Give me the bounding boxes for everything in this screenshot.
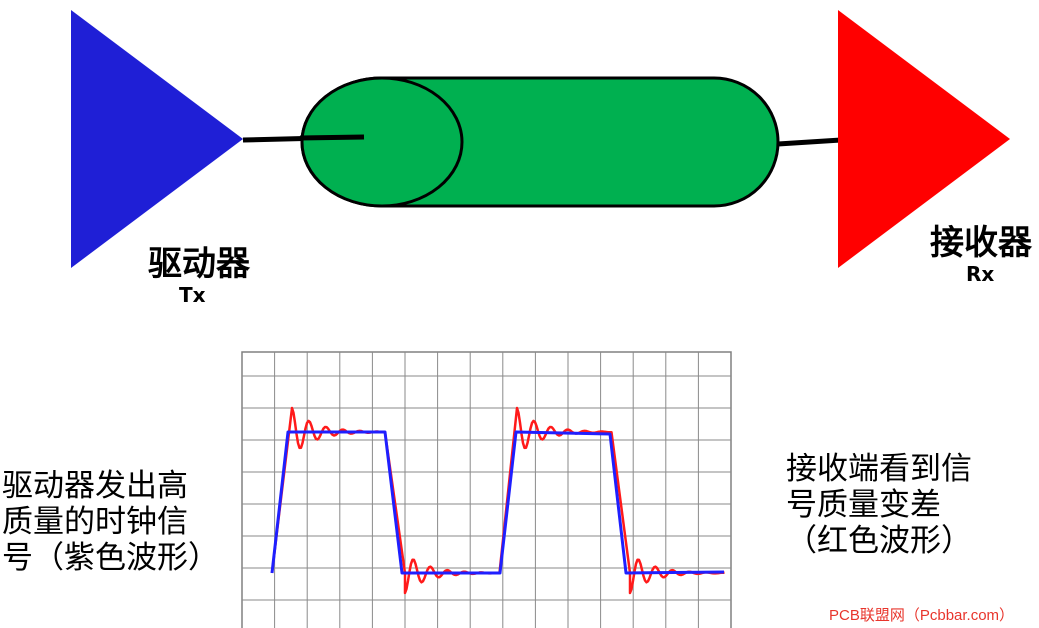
watermark: PCB联盟网（Pcbbar.com） bbox=[829, 607, 1015, 624]
receiver-wire bbox=[777, 137, 842, 147]
receiver-description: 接收端看到信 号质量变差 （红色波形） bbox=[786, 451, 976, 559]
driver-triangle bbox=[71, 10, 243, 268]
driver-description-line: 质量的时钟信 bbox=[2, 504, 188, 540]
transmission-cable bbox=[299, 76, 780, 208]
driver-description: 驱动器发出高 质量的时钟信 号（紫色波形） bbox=[2, 468, 219, 576]
oscilloscope-grid bbox=[241, 351, 732, 628]
driver-description-line: 驱动器发出高 bbox=[2, 468, 188, 504]
tx-label: Tx bbox=[179, 283, 206, 307]
rx-label: Rx bbox=[966, 262, 995, 286]
receiver-description-line: 接收端看到信 bbox=[786, 451, 972, 487]
driver-description-line: 号（紫色波形） bbox=[2, 540, 219, 576]
receiver-label: 接收器 bbox=[930, 223, 1032, 263]
receiver-description-line: （红色波形） bbox=[786, 523, 972, 559]
driver-waveform bbox=[270, 430, 725, 575]
receiver-triangle bbox=[838, 10, 1010, 268]
driver-label: 驱动器 bbox=[148, 244, 250, 284]
receiver-description-line: 号质量变差 bbox=[786, 487, 941, 523]
